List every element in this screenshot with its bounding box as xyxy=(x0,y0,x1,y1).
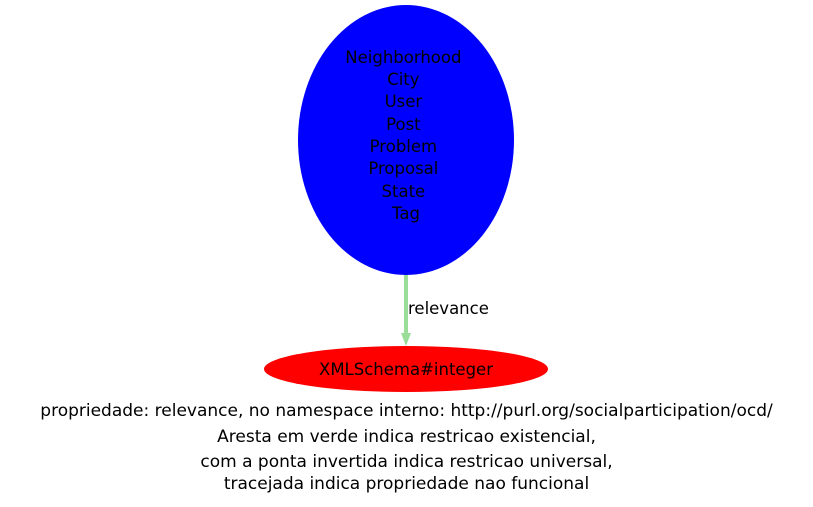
class-label-neighborhood: Neighborhood xyxy=(345,48,461,67)
source-node-label: Neighborhood City User Post Problem Prop… xyxy=(345,48,466,223)
target-node-label: XMLSchema#integer xyxy=(319,360,493,379)
edge-arrowhead-icon xyxy=(401,333,411,346)
caption-line-functional: tracejada indica propriedade nao funcion… xyxy=(223,474,590,494)
caption-line-existential: Aresta em verde indica restricao existen… xyxy=(217,427,596,447)
class-label-proposal: Proposal xyxy=(368,159,438,178)
class-label-problem: Problem xyxy=(370,137,437,156)
target-node-ellipse xyxy=(264,346,548,392)
source-node: Neighborhood City User Post Problem Prop… xyxy=(298,5,514,275)
relevance-edge: relevance xyxy=(401,275,489,346)
caption-line-namespace: propriedade: relevance, no namespace int… xyxy=(40,401,773,421)
source-node-ellipse xyxy=(298,5,514,275)
class-label-post: Post xyxy=(386,115,421,134)
target-node: XMLSchema#integer xyxy=(264,346,548,392)
class-label-state: State xyxy=(382,182,426,201)
class-label-city: City xyxy=(387,70,420,89)
edge-label: relevance xyxy=(408,299,489,318)
class-label-user: User xyxy=(385,92,423,111)
caption-line-universal: com a ponta invertida indica restricao u… xyxy=(200,452,613,472)
class-label-tag: Tag xyxy=(391,204,420,223)
